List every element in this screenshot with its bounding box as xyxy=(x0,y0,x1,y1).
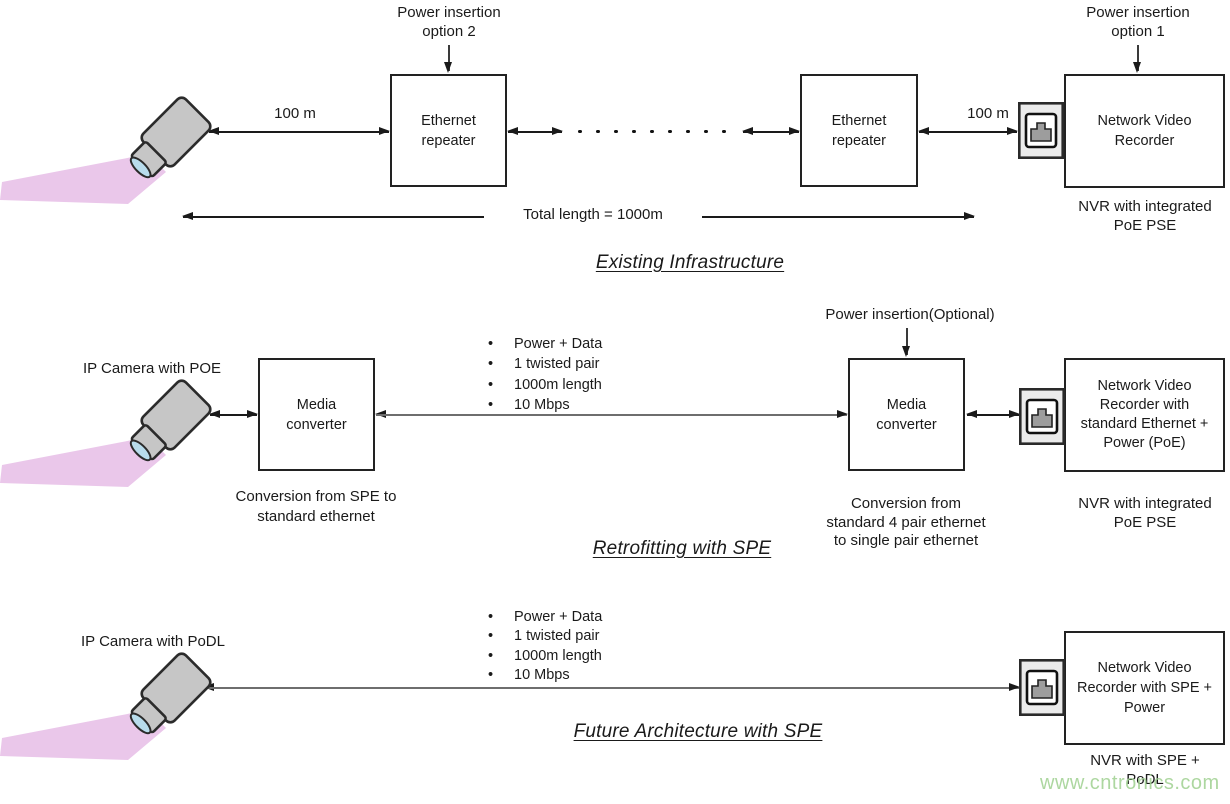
spec-item: 1 twisted pair xyxy=(486,354,602,375)
spec-item: 10 Mbps xyxy=(486,666,602,686)
nvr-caption: NVR with integrated PoE PSE xyxy=(1078,495,1212,531)
spe-link-specs-list: Power + Data 1 twisted pair 1000m length… xyxy=(486,334,602,415)
camera-beam xyxy=(0,437,166,487)
spec-item: 1000m length xyxy=(486,375,602,396)
nvr-box: Network Video Recorder xyxy=(1064,74,1225,188)
nvr-poe-box: Network Video Recorder with standard Eth… xyxy=(1064,358,1225,472)
link-arrow-camera-repeater xyxy=(208,126,390,138)
section-title-future: Future Architecture with SPE xyxy=(573,721,823,742)
distance-label-right: 100 m xyxy=(967,105,1009,122)
nvr-caption: NVR with SPE + PoDL xyxy=(1090,752,1200,788)
spec-item: Power + Data xyxy=(486,608,602,628)
ethernet-port-icon xyxy=(1019,659,1065,716)
ethernet-port-icon xyxy=(1018,102,1064,159)
power-arrow-optional xyxy=(901,328,913,357)
spec-item: 1000m length xyxy=(486,647,602,667)
camera-beam xyxy=(0,154,166,204)
media-converter-left-caption: Conversion from SPE to standard ethernet xyxy=(235,488,397,525)
ethernet-repeater-box-left: Ethernet repeater xyxy=(390,74,507,187)
spe-link-arrow xyxy=(203,682,1020,694)
power-arrow-option-2 xyxy=(443,45,455,73)
total-length-label: Total length = 1000m xyxy=(484,206,702,223)
media-converter-right-caption: Conversion from standard 4 pair ethernet… xyxy=(826,495,986,550)
power-insertion-option-1-label: Power insertion option 1 xyxy=(1086,4,1190,40)
power-insertion-optional-label: Power insertion(Optional) xyxy=(825,306,995,323)
link-arrow-dots-repeater-right xyxy=(742,126,800,138)
ip-camera-icon xyxy=(0,379,220,493)
media-converter-box-left: Media converter xyxy=(258,358,375,471)
ip-camera-podl-label: IP Camera with PoDL xyxy=(81,633,225,650)
power-arrow-option-1 xyxy=(1132,45,1144,73)
distance-label-left: 100 m xyxy=(274,105,316,122)
spe-link-arrow xyxy=(375,409,848,421)
power-insertion-option-2-label: Power insertion option 2 xyxy=(397,4,501,40)
link-arrow-converter-nvr xyxy=(966,409,1020,421)
camera-beam xyxy=(0,710,166,760)
nvr-caption: NVR with integrated PoE PSE xyxy=(1078,198,1212,234)
spec-item: 1 twisted pair xyxy=(486,627,602,647)
section-title-existing: Existing Infrastructure xyxy=(595,252,785,273)
link-arrow-camera-converter xyxy=(209,409,258,421)
section-title-retrofit: Retrofitting with SPE xyxy=(592,538,772,559)
link-arrow-repeater-nvr xyxy=(918,126,1018,138)
link-arrow-repeater-dots-left xyxy=(507,126,563,138)
ip-camera-icon xyxy=(0,652,220,766)
spe-link-specs-list: Power + Data 1 twisted pair 1000m length… xyxy=(486,608,602,685)
media-converter-box-right: Media converter xyxy=(848,358,965,471)
spec-item: Power + Data xyxy=(486,334,602,355)
ip-camera-icon xyxy=(0,96,220,210)
ethernet-port-icon xyxy=(1019,388,1065,445)
nvr-spe-box: Network Video Recorder with SPE + Power xyxy=(1064,631,1225,745)
watermark-text: www.cntronics.com xyxy=(1040,772,1220,794)
ethernet-repeater-box-right: Ethernet repeater xyxy=(800,74,918,187)
spec-item: 10 Mbps xyxy=(486,395,602,416)
repeater-ellipsis-dots xyxy=(578,129,726,134)
ip-camera-poe-label: IP Camera with POE xyxy=(82,360,222,377)
